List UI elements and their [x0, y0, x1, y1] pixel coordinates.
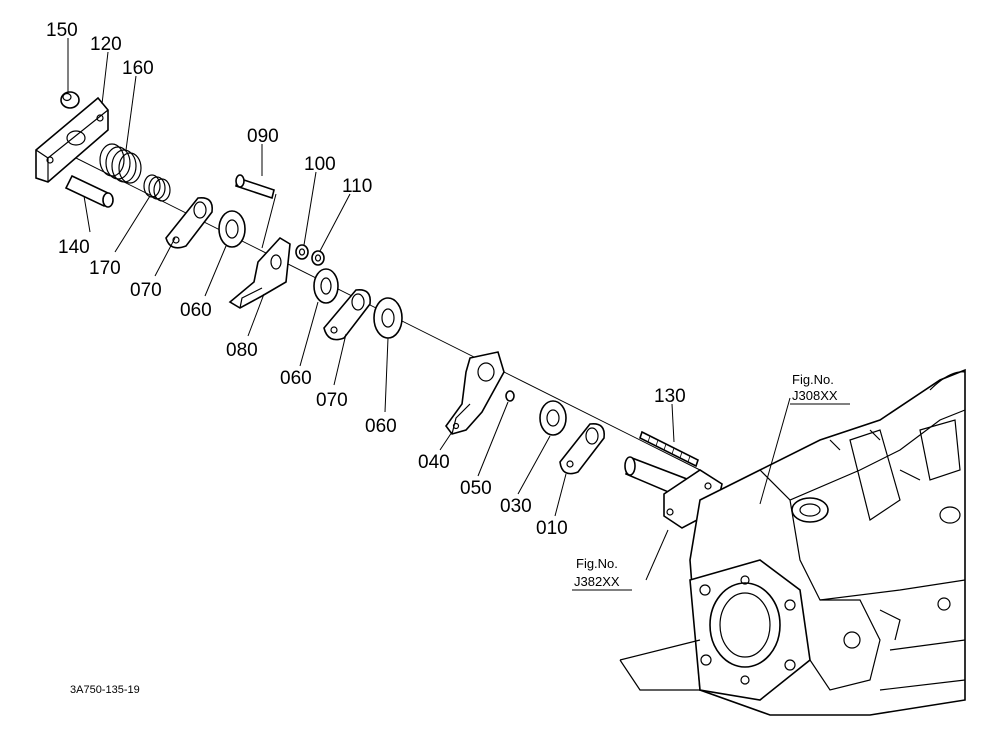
drawing-code: 3A750-135-19: [70, 684, 140, 696]
label-040: 040: [418, 452, 450, 473]
label-070: 070: [130, 280, 162, 301]
fig-ref-code-2: J382XX: [574, 574, 620, 589]
label-170: 170: [89, 258, 121, 279]
label-140: 140: [58, 237, 90, 258]
label-060-3: 060: [365, 416, 397, 437]
label-050: 050: [460, 478, 492, 499]
label-120: 120: [90, 34, 122, 55]
part-120-plate: [35, 96, 109, 183]
part-130-stud: [639, 430, 699, 468]
part-060-washer-2: [313, 268, 339, 304]
part-070-tab-washer: [165, 196, 214, 249]
part-010-tab-washer: [559, 422, 606, 475]
label-100: 100: [304, 154, 336, 175]
label-010: 010: [536, 518, 568, 539]
fig-ref-code-1: J308XX: [792, 388, 838, 403]
part-090-bolt: [235, 174, 277, 249]
label-130: 130: [654, 386, 686, 407]
fig-ref-title-1: Fig.No.: [792, 372, 834, 387]
part-100-nut: [295, 244, 309, 260]
label-060-2: 060: [280, 368, 312, 389]
part-140-pin: [64, 174, 114, 208]
label-030: 030: [500, 496, 532, 517]
fig-ref-title-2: Fig.No.: [576, 556, 618, 571]
part-060-washer: [218, 210, 246, 248]
label-070-2: 070: [316, 390, 348, 411]
transmission-housing: [619, 368, 966, 716]
label-090: 090: [247, 126, 279, 147]
label-160: 160: [122, 58, 154, 79]
part-030-washer: [539, 400, 567, 436]
part-070-tab-washer-2: [323, 288, 372, 341]
leader-lines: [67, 38, 850, 591]
part-040-lever: [445, 351, 505, 435]
label-150: 150: [46, 20, 78, 41]
part-050-pin: [505, 390, 515, 402]
label-060: 060: [180, 300, 212, 321]
part-110-nut: [311, 250, 325, 266]
label-080: 080: [226, 340, 258, 361]
part-080-arm: [228, 236, 291, 309]
part-060-washer-3: [373, 297, 403, 339]
part-150-nut: [60, 91, 80, 109]
part-170-spring: [143, 174, 171, 202]
part-160-spring: [99, 143, 142, 184]
label-110: 110: [342, 176, 372, 197]
